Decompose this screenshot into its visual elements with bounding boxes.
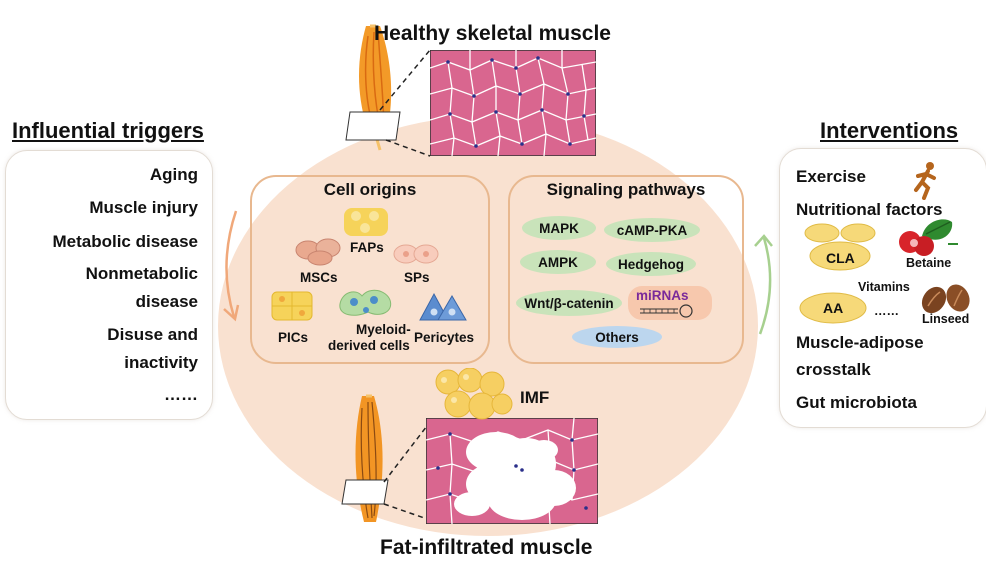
trigger-more: ……: [164, 385, 198, 404]
trigger-nonmetabolic: Nonmetabolic: [85, 264, 198, 283]
runner-icon: [914, 162, 936, 200]
trigger-disuse: Disuse and: [107, 325, 198, 344]
healthy-muscle-icon: [345, 24, 401, 151]
faps-label: FAPs: [350, 240, 384, 255]
trigger-aging: Aging: [149, 165, 198, 184]
pathway-camp-pka: cAMP-PKA: [604, 218, 700, 242]
cla-label: CLA: [826, 250, 855, 266]
intervention-crosstalk-1: Muscle-adipose: [796, 333, 924, 352]
intervention-crosstalk-2: crosstalk: [796, 360, 871, 379]
pericytes-label: Pericytes: [414, 330, 475, 345]
sps-label: SPs: [404, 270, 430, 285]
pericytes-icon: [419, 292, 467, 321]
intervention-exercise: Exercise: [796, 167, 866, 186]
signaling-pathways-box: Signaling pathways: [508, 175, 744, 364]
imf-adipocytes-icon: [435, 368, 513, 420]
aa-capsule-icon: [799, 292, 867, 324]
myeloid-cells-icon: [339, 289, 392, 316]
triggers-header: Influential triggers: [12, 118, 204, 143]
pics-label: PICs: [278, 330, 309, 345]
fat-muscle-icon: [341, 394, 389, 522]
trigger-muscle-injury: Muscle injury: [89, 198, 198, 217]
faps-icon: [344, 208, 388, 236]
trigger-arrow: [223, 210, 240, 322]
healthy-tissue-image: [430, 50, 596, 156]
cell-origins-title: Cell origins: [323, 180, 417, 199]
intervention-microbiota: Gut microbiota: [796, 393, 917, 412]
intervention-nutritional: Nutritional factors: [796, 200, 943, 219]
vitamins-label: Vitamins: [858, 280, 910, 294]
pics-icon: [271, 291, 313, 321]
fat-muscle-title: Fat-infiltrated muscle: [380, 536, 593, 559]
mscs-icon: [295, 238, 341, 266]
intervention-arrow: [754, 234, 773, 335]
betaine-beet-icon: [899, 219, 958, 256]
myeloid-label-2: derived cells: [328, 338, 410, 353]
cell-origins-box: Cell origins: [250, 175, 490, 364]
trigger-nonmetabolic-disease: disease: [135, 292, 198, 311]
pathway-ampk: AMPK: [520, 250, 596, 274]
healthy-muscle-zoom-lines: [379, 49, 431, 157]
pathway-wnt: Wnt/β-catenin: [516, 290, 622, 316]
imf-label: IMF: [520, 388, 550, 407]
trigger-inactivity: inactivity: [124, 353, 198, 372]
myeloid-label-1: Myeloid-: [356, 322, 411, 337]
fat-muscle-zoom-lines: [383, 421, 431, 521]
intervention-more: ……: [874, 304, 899, 318]
linseed-icon: [921, 284, 970, 314]
pathway-mapk: MAPK: [522, 216, 596, 240]
mirnas-label: miRNAs: [636, 288, 689, 303]
healthy-muscle-title: Healthy skeletal muscle: [374, 22, 611, 45]
mirna-hairpin-icon: [640, 304, 693, 318]
sps-icon: [393, 244, 439, 264]
mirnas-box: miRNAs: [628, 286, 712, 320]
pathway-others: Others: [572, 326, 662, 348]
pathway-hedgehog: Hedgehog: [606, 252, 696, 276]
aa-label: AA: [823, 300, 844, 316]
cla-capsules-icon: [804, 223, 876, 271]
betaine-label: Betaine: [906, 256, 952, 270]
signaling-pathways-title: Signaling pathways: [546, 180, 706, 199]
fat-tissue-image: [426, 418, 598, 524]
mscs-label: MSCs: [300, 270, 338, 285]
linseed-label: Linseed: [922, 312, 970, 326]
interventions-header: Interventions: [820, 118, 959, 143]
trigger-metabolic-disease: Metabolic disease: [52, 232, 198, 251]
triggers-panel: Aging Muscle injury Metabolic disease No…: [5, 150, 213, 420]
